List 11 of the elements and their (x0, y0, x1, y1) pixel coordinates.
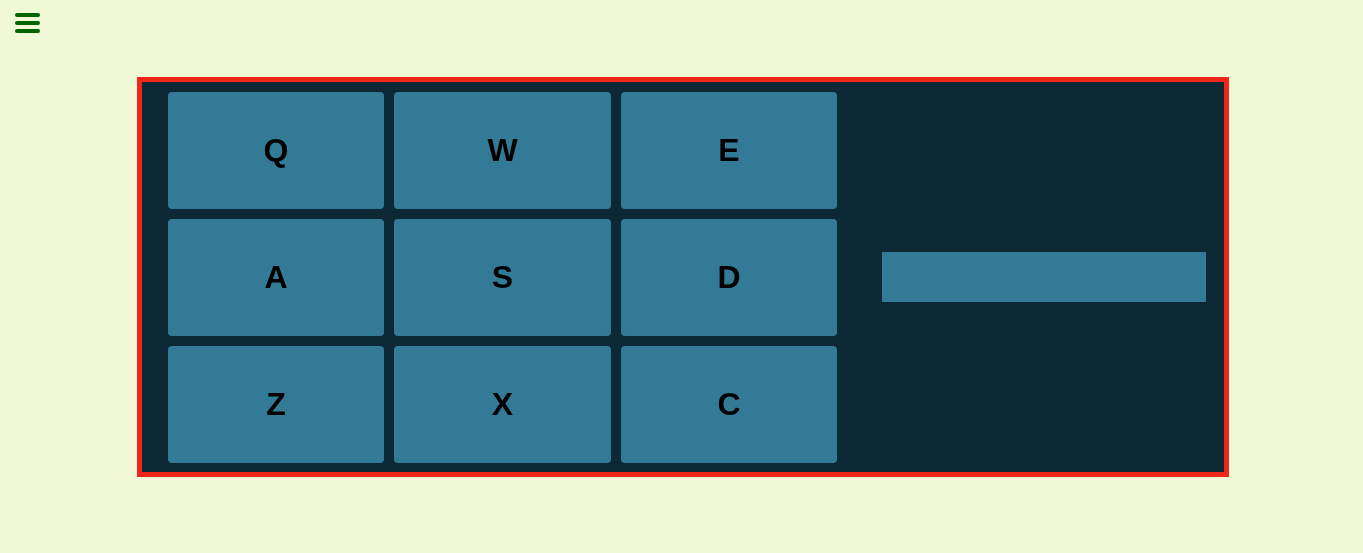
drum-pad-button: S (394, 219, 611, 336)
drum-pad-button: X (394, 346, 611, 463)
drum-pad-button: W (394, 92, 611, 209)
drum-pad-button: A (168, 219, 384, 336)
drum-pad-button: Q (168, 92, 384, 209)
drum-pad-button: Z (168, 346, 384, 463)
drum-pad-button: D (621, 219, 837, 336)
display-bar (882, 252, 1206, 302)
drum-pad-button: E (621, 92, 837, 209)
drum-pad-button: C (621, 346, 837, 463)
drum-machine-panel (137, 77, 1229, 477)
